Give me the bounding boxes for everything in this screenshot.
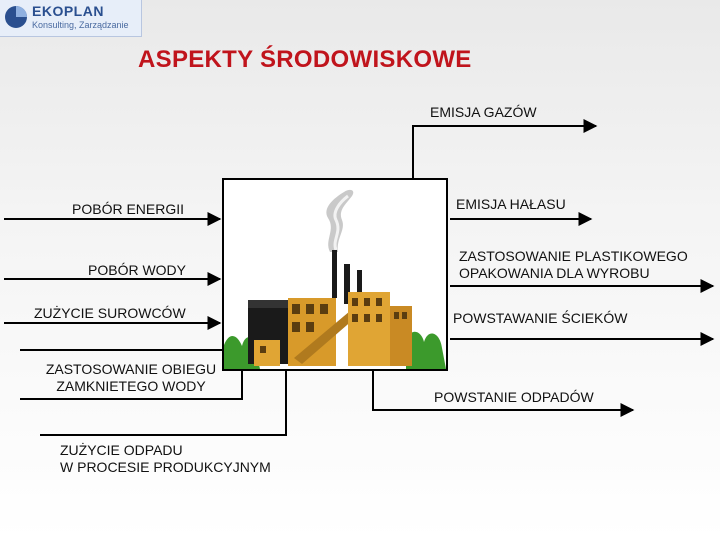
input-label-closed-water-line1: ZASTOSOWANIE OBIEGU: [45, 361, 217, 377]
input-label-waste-use: ZUŻYCIE ODPADU W PROCESIE PRODUKCYJNYM: [60, 442, 271, 476]
chimney: [344, 264, 350, 304]
input-label-waste-use-line1: ZUŻYCIE ODPADU: [60, 442, 183, 458]
factory-frame: [222, 178, 448, 371]
output-label-gas: EMISJA GAZÓW: [430, 104, 537, 120]
output-label-plastic-line2: OPAKOWANIA DLA WYROBU: [459, 265, 650, 281]
waste-use-connector: [40, 371, 287, 436]
building-front: [254, 340, 280, 366]
closed-water-connector: [20, 349, 243, 400]
page-title: ASPEKTY ŚRODOWISKOWE: [138, 46, 472, 73]
smoke-plume: [326, 189, 354, 252]
bushes-right: [406, 331, 446, 369]
output-label-noise: EMISJA HAŁASU: [456, 196, 566, 212]
input-label-energy: POBÓR ENERGII: [72, 201, 185, 217]
chimney: [357, 270, 362, 306]
company-logo: EKOPLAN Konsulting, Zarządzanie: [0, 0, 142, 37]
input-label-waste-use-line2: W PROCESIE PRODUKCYJNYM: [60, 459, 271, 475]
waste-generation-arrow: [372, 371, 635, 417]
input-label-closed-water: ZASTOSOWANIE OBIEGU ZAMKNIETEGO WODY: [22, 361, 240, 395]
factory-icon: [224, 189, 446, 369]
output-label-plastic: ZASTOSOWANIE PLASTIKOWEGO OPAKOWANIA DLA…: [459, 248, 688, 282]
building-side: [390, 306, 412, 366]
chimney: [332, 250, 337, 298]
input-label-raw-materials: ZUŻYCIE SUROWCÓW: [34, 305, 186, 321]
logo-name: EKOPLAN: [32, 3, 104, 19]
input-label-water: POBÓR WODY: [88, 262, 187, 278]
output-label-waste: POWSTANIE ODPADÓW: [434, 389, 594, 405]
gas-emission-arrow: [412, 119, 598, 184]
logo-mark-icon: [5, 6, 27, 28]
input-label-closed-water-line2: ZAMKNIETEGO WODY: [56, 378, 206, 394]
output-label-sewage: POWSTAWANIE ŚCIEKÓW: [453, 310, 628, 326]
output-label-plastic-line1: ZASTOSOWANIE PLASTIKOWEGO: [459, 248, 688, 264]
conveyor: [294, 306, 362, 364]
logo-subtitle: Konsulting, Zarządzanie: [32, 20, 129, 30]
